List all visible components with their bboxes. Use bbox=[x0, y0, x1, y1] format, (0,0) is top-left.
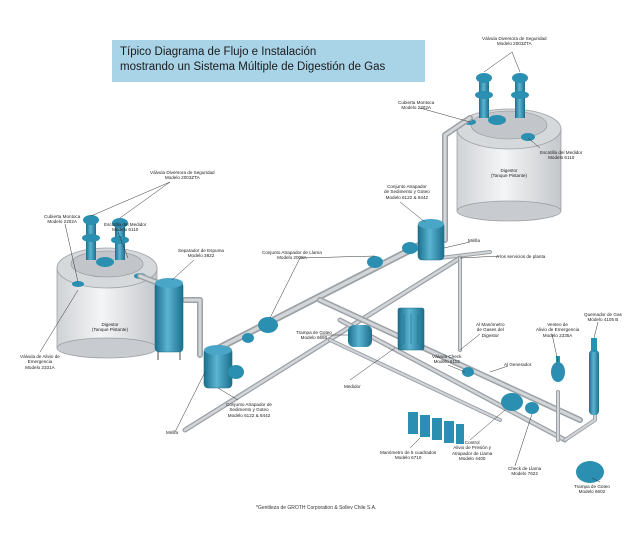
label-pressure-control: Control Alivio de Presión y Atrapador de… bbox=[452, 440, 493, 462]
label-meter-hatch-right: Escotilla del Medidor Modelo 6110 bbox=[540, 150, 583, 161]
label-sediment-trap-bottom: Conjunto Atrapador de Sedimento y Goteo … bbox=[226, 402, 272, 418]
label-meter-hatch-left: Escotilla del Medidor Modelo 6110 bbox=[104, 222, 147, 233]
label-sight-glass-right: Mirilla bbox=[468, 238, 480, 243]
label-cover-left: Cubierta Montoca Modelo 2202A bbox=[44, 214, 81, 225]
label-foam-separator: Separador de Espuma Modelo 3822 bbox=[178, 248, 224, 259]
sediment-trap-bottom bbox=[203, 345, 244, 389]
check-valve bbox=[462, 367, 474, 377]
label-plant-services: A los servicios de planta bbox=[496, 254, 546, 259]
drip-trap-bottom bbox=[576, 461, 604, 483]
sediment-trap-top bbox=[402, 219, 445, 261]
label-manometer-panel: Manómetro de 5 cuadrados Modelo 6710 bbox=[380, 450, 437, 461]
title-line-2: mostrando un Sistema Múltiple de Digesti… bbox=[120, 61, 386, 73]
flame-trap-assembly bbox=[242, 256, 383, 343]
label-safety-valve-right: Válvula Diversora de Seguridad Modelo 20… bbox=[482, 36, 547, 47]
label-to-generator: Al Generador bbox=[504, 362, 532, 367]
label-emergency-relief: Válvula de Alivio de Emergencia Modelo 2… bbox=[20, 354, 60, 370]
leader-lines bbox=[39, 51, 601, 483]
label-sediment-trap-top: Conjunto Atrapador de Sedimento y Goteo … bbox=[384, 184, 430, 200]
label-flame-trap: Conjunto Atrapador de Llama Modelo 2008A bbox=[262, 250, 322, 261]
label-check-valve: Válvula Check Modelo 6112 bbox=[432, 354, 462, 365]
foam-separator bbox=[154, 278, 184, 360]
digester-tank-right bbox=[456, 108, 562, 222]
label-to-manometer: Al Manómetro de Gases del Digestor bbox=[476, 322, 505, 338]
label-sight-glass-left: Mirilla bbox=[166, 430, 178, 435]
label-safety-valve-left: Válvula Diversora de Seguridad Modelo 20… bbox=[150, 170, 215, 181]
label-flame-check: Check de Llama Modelo 7622 bbox=[508, 466, 542, 477]
manometer-panel bbox=[408, 412, 464, 444]
label-digester-right: Digestor (Tanque Pistante) bbox=[491, 168, 528, 179]
label-digester-left: Digestor (Tanque Pistante) bbox=[92, 322, 129, 333]
footer-credit: *Gentileza de GROTH Corporation & Sollev… bbox=[256, 505, 377, 511]
label-drip-trap: Trampa de Goteo Modelo 6650 bbox=[296, 330, 332, 341]
meter bbox=[397, 307, 425, 351]
emergency-vent bbox=[551, 356, 565, 382]
drip-trap bbox=[348, 325, 372, 347]
label-cover-right: Cubierta Montoca Modelo 2202A bbox=[398, 100, 435, 111]
title-box: Típico Diagrama de Flujo e Instalación m… bbox=[112, 40, 425, 82]
label-meter: Medidor bbox=[344, 384, 361, 389]
label-gas-burner: Quemador de Gas Modelo 4105 B bbox=[584, 312, 622, 323]
gas-burner bbox=[589, 338, 599, 415]
title-line-1: Típico Diagrama de Flujo e Instalación bbox=[120, 46, 317, 58]
label-emergency-vent: Venteo de Alivio de Emergencia Modelo 23… bbox=[536, 322, 580, 338]
label-drip-trap-bottom: Trampa de Goteo Modelo 6602 bbox=[574, 484, 610, 495]
pressure-relief-control bbox=[501, 393, 539, 414]
